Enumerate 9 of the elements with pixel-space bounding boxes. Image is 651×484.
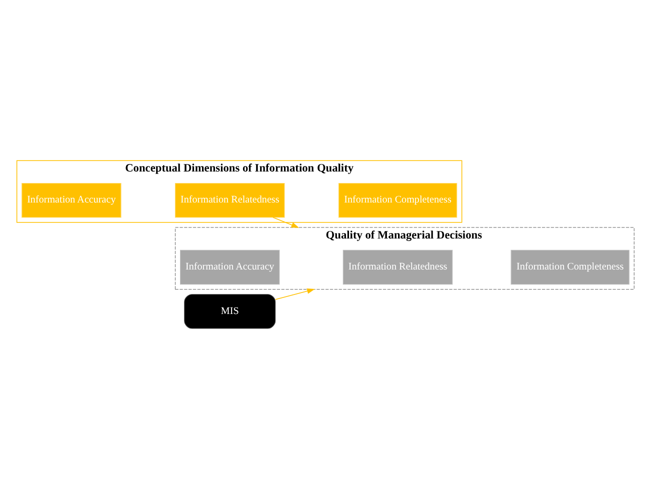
arrow xyxy=(275,288,315,300)
node-box: MIS xyxy=(184,294,276,329)
node-box: Information Relatedness xyxy=(174,182,285,218)
node-box: Information Completeness xyxy=(338,182,458,218)
node-box: Information Completeness xyxy=(510,250,630,285)
node-box: Information Accuracy xyxy=(180,250,280,285)
node-box: Information Accuracy xyxy=(22,182,122,218)
arrow xyxy=(272,217,300,228)
node-box: Information Relatedness xyxy=(342,250,453,285)
